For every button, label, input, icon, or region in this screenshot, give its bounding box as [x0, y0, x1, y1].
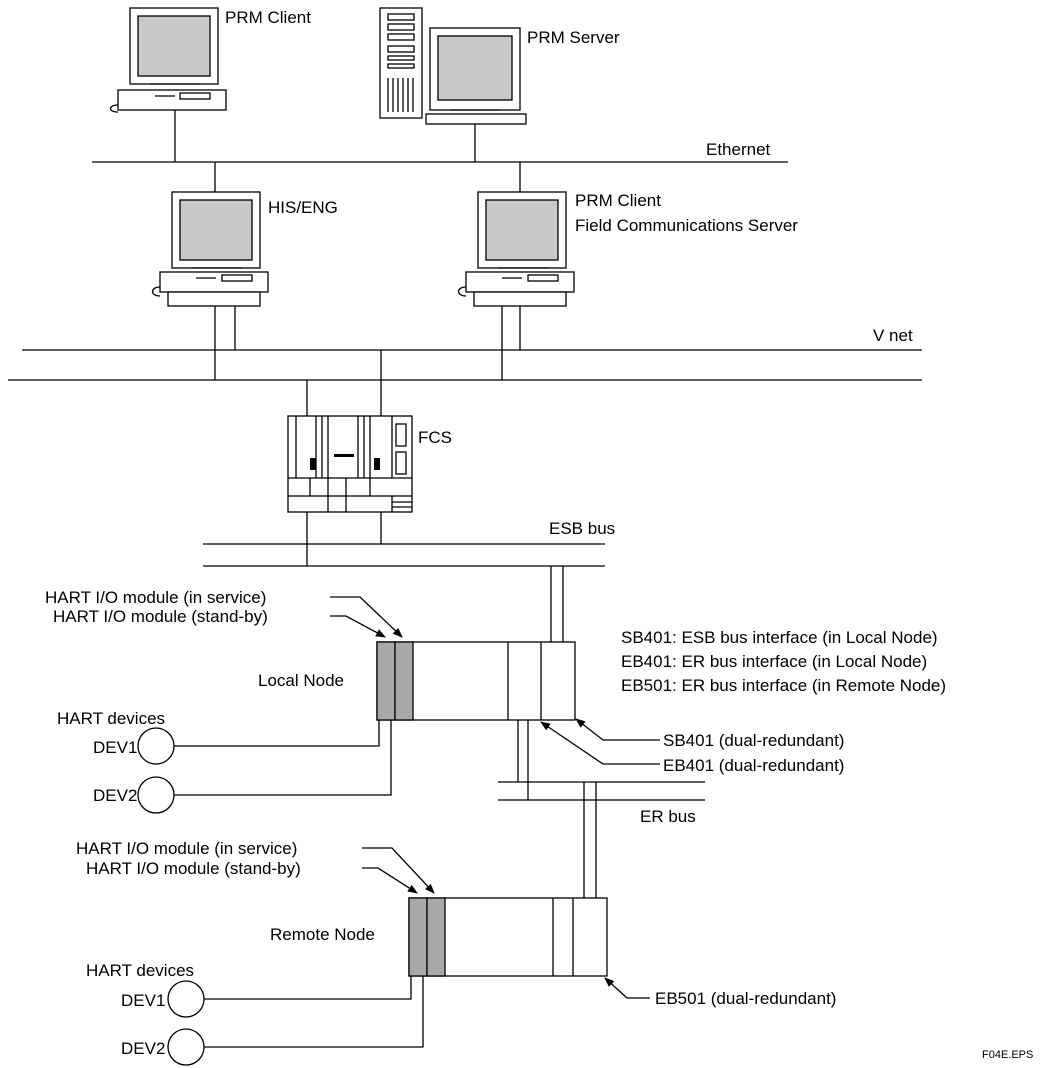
remote-node-label: Remote Node: [270, 925, 375, 944]
local-dev2-device: [137, 776, 175, 814]
his-eng-computer-icon: [151, 191, 269, 380]
remote-dev1-device: [167, 980, 205, 1018]
remote-dev2-label: DEV2: [121, 1039, 165, 1058]
legend-eb401: EB401: ER bus interface (in Local Node): [621, 652, 927, 671]
remote-hart-devices-label: HART devices: [86, 961, 194, 980]
prm-client-fcs-label-line1: PRM Client: [575, 191, 661, 210]
sb401-label: SB401 (dual-redundant): [663, 731, 844, 750]
ethernet-label: Ethernet: [706, 140, 771, 159]
local-node-label: Local Node: [258, 671, 344, 690]
local-dev2-label: DEV2: [93, 786, 137, 805]
remote-hart-io-standby: [426, 897, 446, 977]
prm-client-top-label: PRM Client: [225, 8, 311, 27]
remote-node-chassis: [408, 897, 608, 977]
vnet-label: V net: [873, 326, 913, 345]
prm-client-fcs-computer-icon: [457, 191, 575, 380]
his-eng-label: HIS/ENG: [268, 198, 338, 217]
prm-server-tower-icon: [379, 7, 423, 119]
local-hart-io-in-service-label: HART I/O module (in service): [45, 588, 266, 607]
remote-dev1-label: DEV1: [121, 991, 165, 1010]
local-hart-io-standby: [394, 641, 414, 721]
prm-server-label: PRM Server: [527, 28, 620, 47]
remote-hart-io-in-service-label: HART I/O module (in service): [76, 839, 297, 858]
legend: SB401: ESB bus interface (in Local Node)…: [621, 628, 946, 695]
prm-client-fcs-label-line2: Field Communications Server: [575, 216, 798, 235]
local-dev1-device: [137, 727, 175, 765]
legend-eb501: EB501: ER bus interface (in Remote Node): [621, 676, 946, 695]
file-id-label: F04E.EPS: [982, 1049, 1033, 1061]
local-node-chassis: [376, 641, 576, 721]
remote-dev2-device: [167, 1028, 205, 1066]
local-hart-devices-label: HART devices: [57, 709, 165, 728]
er-bus-label: ER bus: [640, 807, 696, 826]
esb-bus-label: ESB bus: [549, 519, 615, 538]
prm-server-monitor-icon: [425, 27, 527, 162]
eb501-label: EB501 (dual-redundant): [655, 989, 836, 1008]
local-dev1-label: DEV1: [93, 738, 137, 757]
remote-hart-io-in-service: [408, 897, 428, 977]
fcs-label: FCS: [418, 428, 452, 447]
fcs-cabinet-icon: [287, 415, 413, 513]
local-hart-io-standby-label: HART I/O module (stand-by): [53, 607, 268, 626]
prm-client-top-computer-icon: [109, 7, 227, 162]
remote-hart-io-standby-label: HART I/O module (stand-by): [86, 859, 301, 878]
eb401-label: EB401 (dual-redundant): [663, 756, 844, 775]
local-hart-io-in-service: [376, 641, 396, 721]
legend-sb401: SB401: ESB bus interface (in Local Node): [621, 628, 938, 647]
